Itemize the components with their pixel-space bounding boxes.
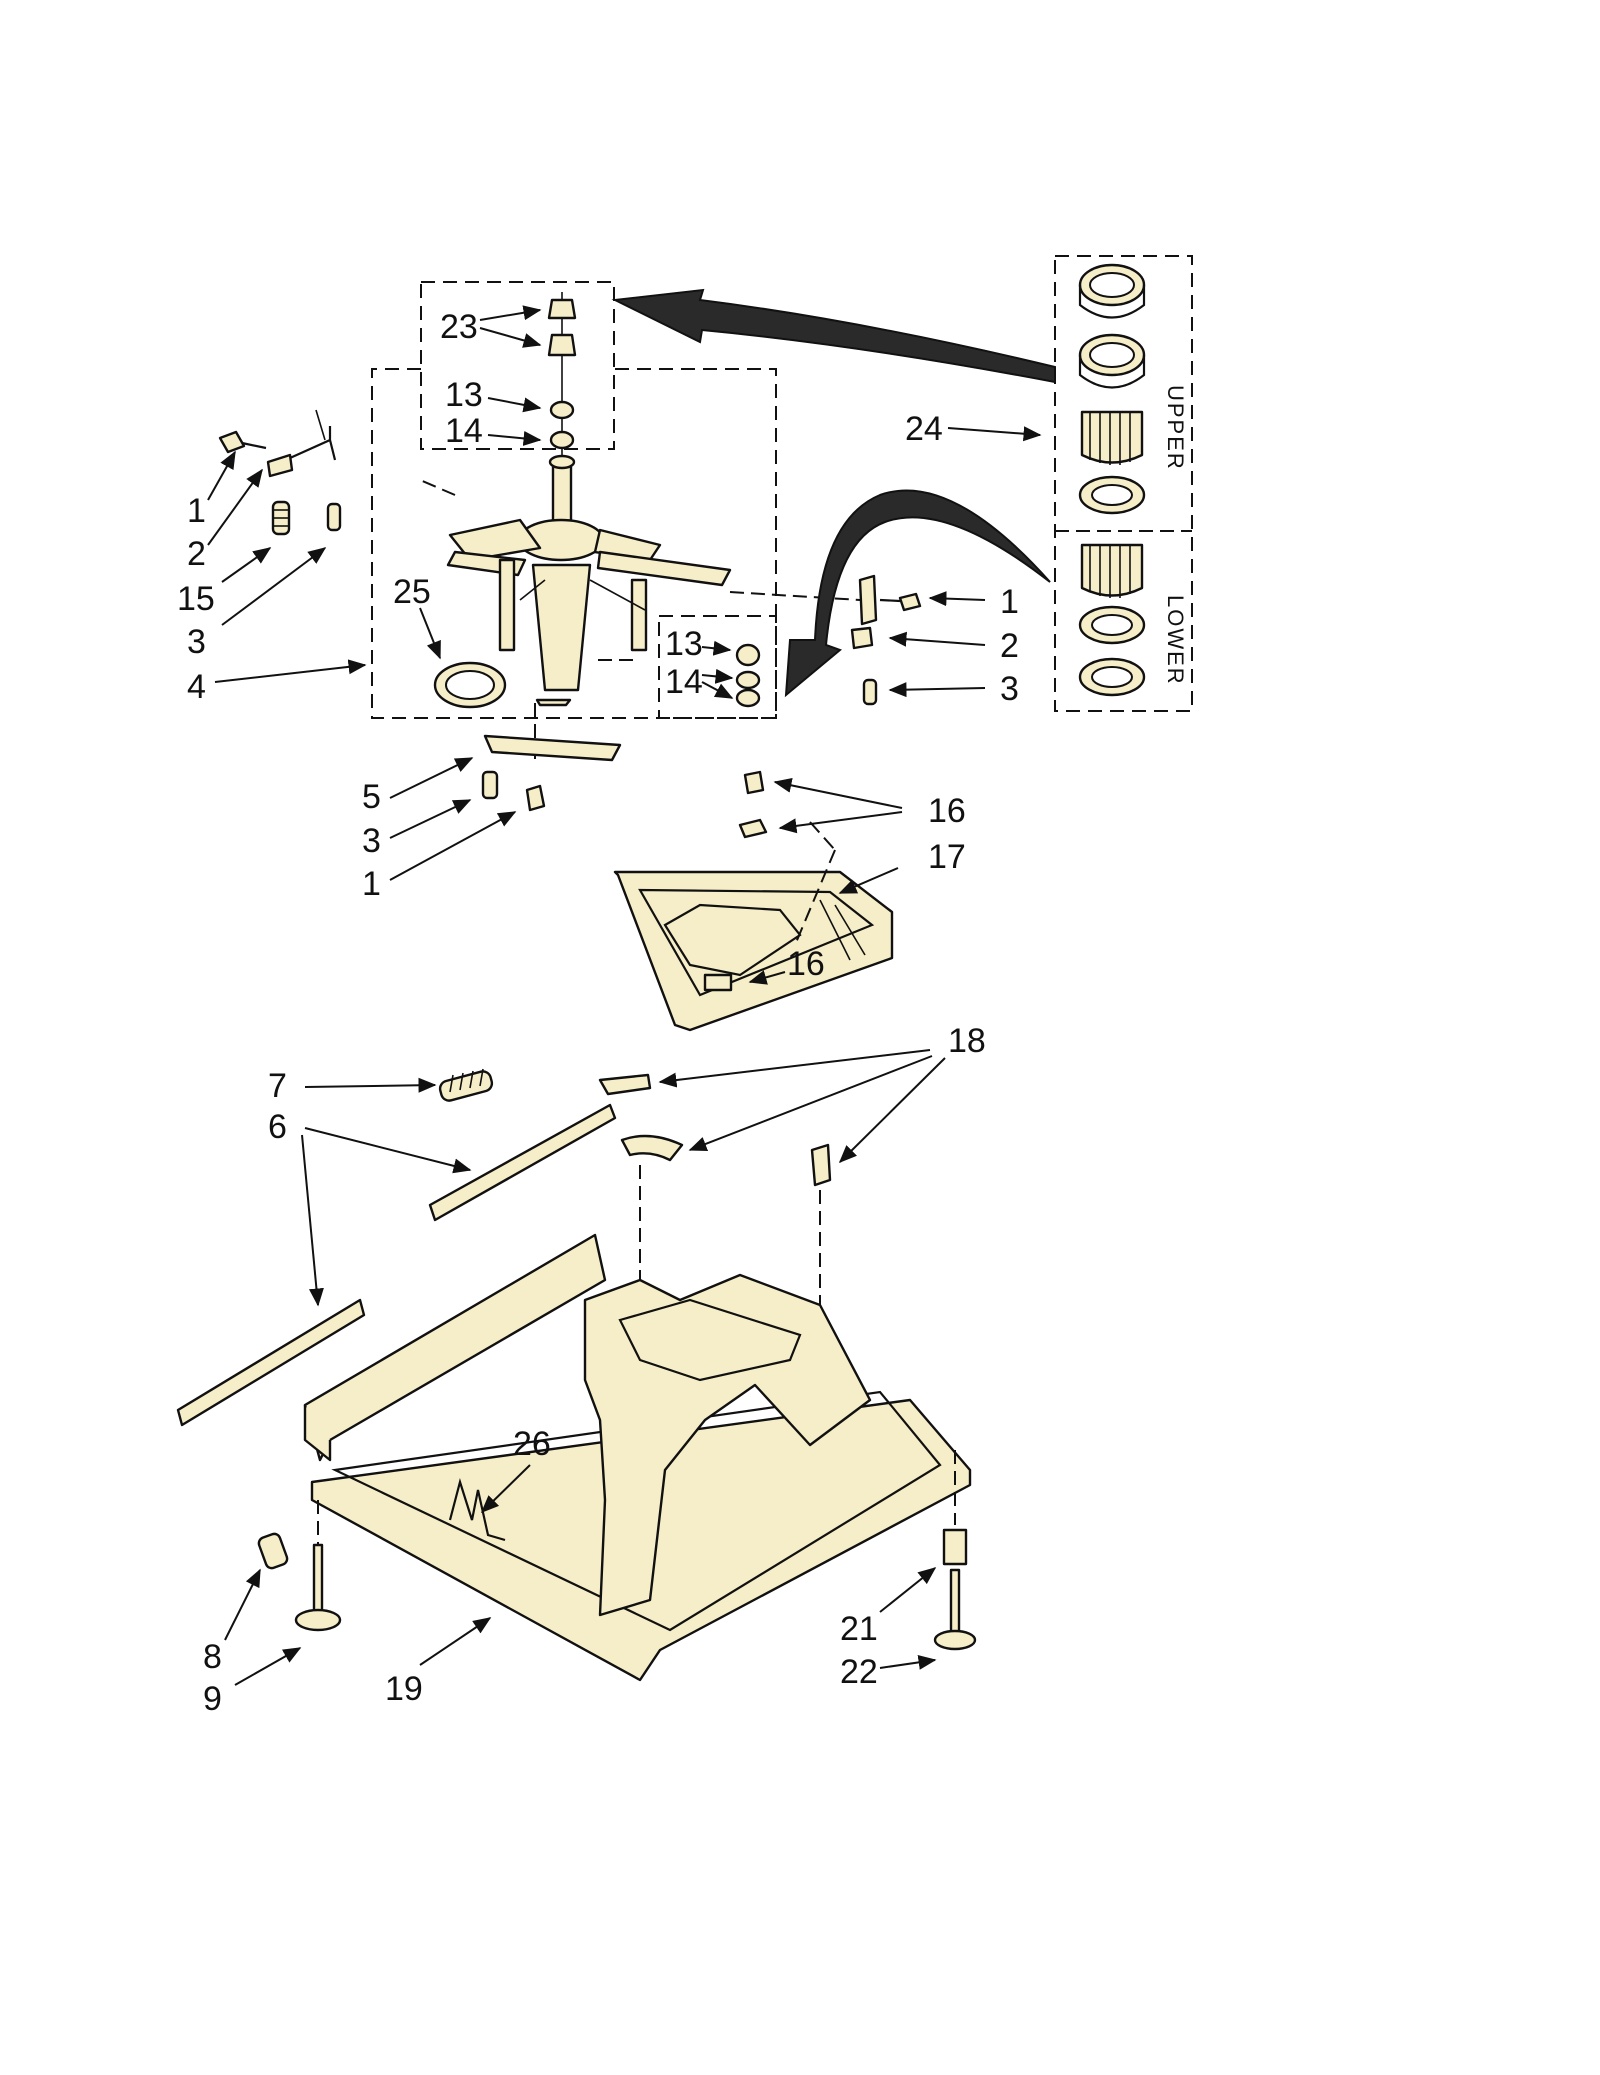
callout-22: 22	[840, 1653, 878, 1691]
callout-15: 15	[177, 580, 215, 618]
callout-19: 19	[385, 1670, 423, 1708]
group-box-lower-mounts	[658, 615, 777, 719]
callout-1-left: 1	[187, 492, 206, 530]
kit-box	[1054, 255, 1193, 712]
callout-13-lower: 13	[665, 625, 703, 663]
base-frame-19	[303, 1233, 972, 1682]
callout-14-lower: 14	[665, 663, 703, 701]
pads-16	[703, 770, 836, 992]
callout-4: 4	[187, 668, 206, 706]
callout-23: 23	[440, 308, 478, 346]
callout-1-lower: 1	[362, 865, 381, 903]
callout-2-right: 2	[1000, 627, 1019, 665]
callout-14-upper: 14	[445, 412, 483, 450]
tub-support-17	[613, 870, 894, 1032]
lower-mount-stack	[735, 643, 761, 708]
callout-3-right: 3	[1000, 670, 1019, 708]
callout-17: 17	[928, 838, 966, 876]
callout-21: 21	[840, 1610, 878, 1648]
callout-16-bottom: 16	[787, 945, 825, 983]
brackets-18	[598, 1073, 832, 1305]
foot-right	[933, 1528, 977, 1651]
callout-1-right: 1	[1000, 583, 1019, 621]
leader-lines	[207, 305, 1042, 1686]
kit-upper-label: UPPER	[1163, 385, 1188, 471]
bearing-icon	[1078, 263, 1146, 697]
callout-labels: 23 13 14 1 2 15 3 4 25 13 14 24 1 2 3 5 …	[177, 308, 1019, 1718]
group-box-upper-mounts	[420, 281, 615, 450]
right-bracket-group	[850, 574, 922, 706]
callout-3-lower: 3	[362, 822, 381, 860]
left-bracket-group	[218, 409, 342, 536]
callout-2-left: 2	[187, 535, 206, 573]
foot-left	[257, 1532, 342, 1632]
callout-25: 25	[393, 573, 431, 611]
callout-26: 26	[513, 1425, 551, 1463]
callout-6: 6	[268, 1108, 287, 1146]
spring-7	[438, 1068, 494, 1102]
callout-9: 9	[203, 1680, 222, 1718]
kit-lower-label: LOWER	[1163, 595, 1188, 686]
braces-6	[176, 1103, 617, 1427]
callout-8: 8	[203, 1638, 222, 1676]
callout-7: 7	[268, 1067, 287, 1105]
ring-25	[433, 661, 507, 709]
lower-bracket-group	[481, 734, 622, 812]
callout-5: 5	[362, 778, 381, 816]
callout-18: 18	[948, 1022, 986, 1060]
callout-16-top: 16	[928, 792, 966, 830]
callout-24: 24	[905, 410, 943, 448]
group-box-suspension	[371, 368, 777, 719]
callout-3-left: 3	[187, 623, 206, 661]
callout-13-upper: 13	[445, 376, 483, 414]
upper-mount-stack	[547, 292, 577, 470]
hook-26	[448, 1478, 506, 1542]
combination-kit: UPPER LOWER	[1078, 263, 1188, 697]
suspension-assembly	[419, 463, 861, 760]
arrowhead-icon	[611, 288, 1056, 698]
